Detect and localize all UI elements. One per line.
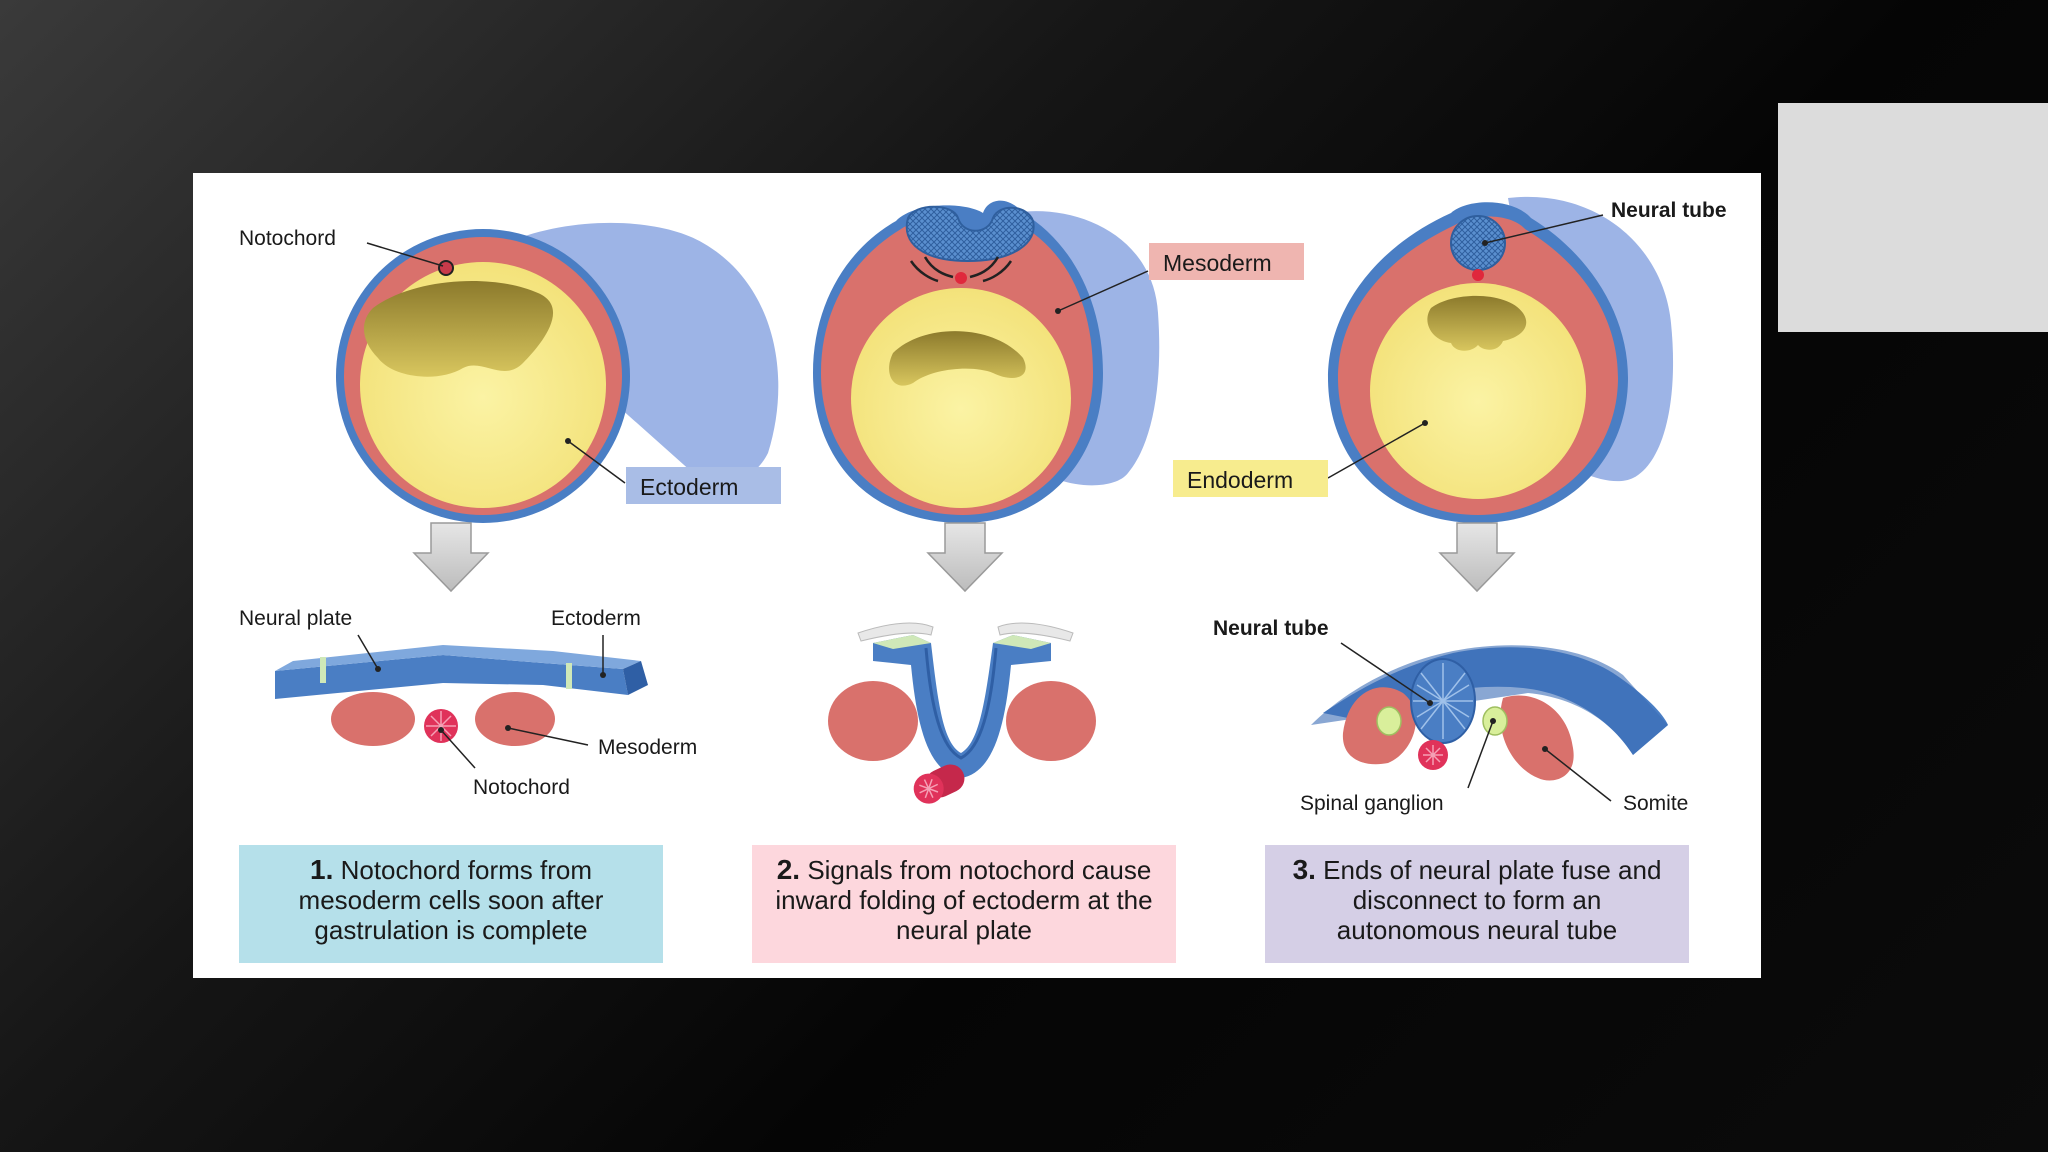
neural-plate-fold xyxy=(905,205,1035,263)
endoderm-yolk-2 xyxy=(851,288,1071,508)
caption-step-2: 2. Signals from notochord cause inward f… xyxy=(752,845,1176,963)
cross-section-stage-3 xyxy=(1311,645,1668,781)
archenteron-cavity xyxy=(363,281,554,377)
caption-step-3-number: 3. xyxy=(1292,854,1316,885)
ectoderm-tag-box xyxy=(626,467,781,504)
label-mesoderm-bottom: Mesoderm xyxy=(598,736,697,759)
caption-step-3-text: Ends of neural plate fuse and disconnect… xyxy=(1323,855,1662,945)
notochord-dot-3 xyxy=(1472,269,1484,281)
endoderm-yolk-3 xyxy=(1370,283,1586,499)
down-arrow-3 xyxy=(1438,522,1516,593)
caption-step-1-text: Notochord forms from mesoderm cells soon… xyxy=(298,855,604,945)
label-notochord-top: Notochord xyxy=(239,227,336,250)
label-neural-tube-top: Neural tube xyxy=(1611,199,1727,222)
archenteron-cavity-3 xyxy=(1427,295,1527,351)
label-spinal-ganglion: Spinal ganglion xyxy=(1300,792,1444,815)
neural-tube-diagram: Notochord Ectoderm Mesoderm Neural tube … xyxy=(239,196,1727,815)
side-thumbnail[interactable] xyxy=(1778,103,2048,332)
cross-section-stage-2 xyxy=(828,622,1096,804)
caption-step-1: 1. Notochord forms from mesoderm cells s… xyxy=(239,845,663,963)
label-neural-plate: Neural plate xyxy=(239,607,352,630)
embryo-stage-3 xyxy=(1328,196,1674,523)
embryo-stage-1 xyxy=(336,222,779,523)
down-arrow-2 xyxy=(926,522,1004,593)
caption-step-3: 3. Ends of neural plate fuse and disconn… xyxy=(1265,845,1689,963)
caption-step-1-number: 1. xyxy=(310,854,334,885)
mesoderm-tag-box xyxy=(1149,243,1304,280)
label-endoderm-tag: Endoderm xyxy=(1187,467,1293,493)
cross-section-stage-1 xyxy=(275,645,648,746)
label-mesoderm-tag: Mesoderm xyxy=(1163,250,1272,276)
label-somite: Somite xyxy=(1623,792,1688,815)
notochord-dot-2 xyxy=(955,272,967,284)
caption-step-2-text: Signals from notochord cause inward fold… xyxy=(775,855,1153,945)
slide-figure: Notochord Ectoderm Mesoderm Neural tube … xyxy=(193,173,1761,978)
archenteron-cavity-2 xyxy=(889,331,1026,386)
notochord-dot xyxy=(438,260,454,276)
label-ectoderm-bottom: Ectoderm xyxy=(551,607,641,630)
label-notochord-bottom: Notochord xyxy=(473,776,570,799)
label-neural-tube-bottom: Neural tube xyxy=(1213,617,1329,640)
embryo-stage-2 xyxy=(813,200,1160,523)
down-arrow-1 xyxy=(412,522,490,593)
caption-step-2-number: 2. xyxy=(776,854,801,885)
label-ectoderm-tag: Ectoderm xyxy=(640,474,738,500)
endoderm-tag-box xyxy=(1173,460,1328,497)
neural-tube-circle xyxy=(1450,215,1506,271)
